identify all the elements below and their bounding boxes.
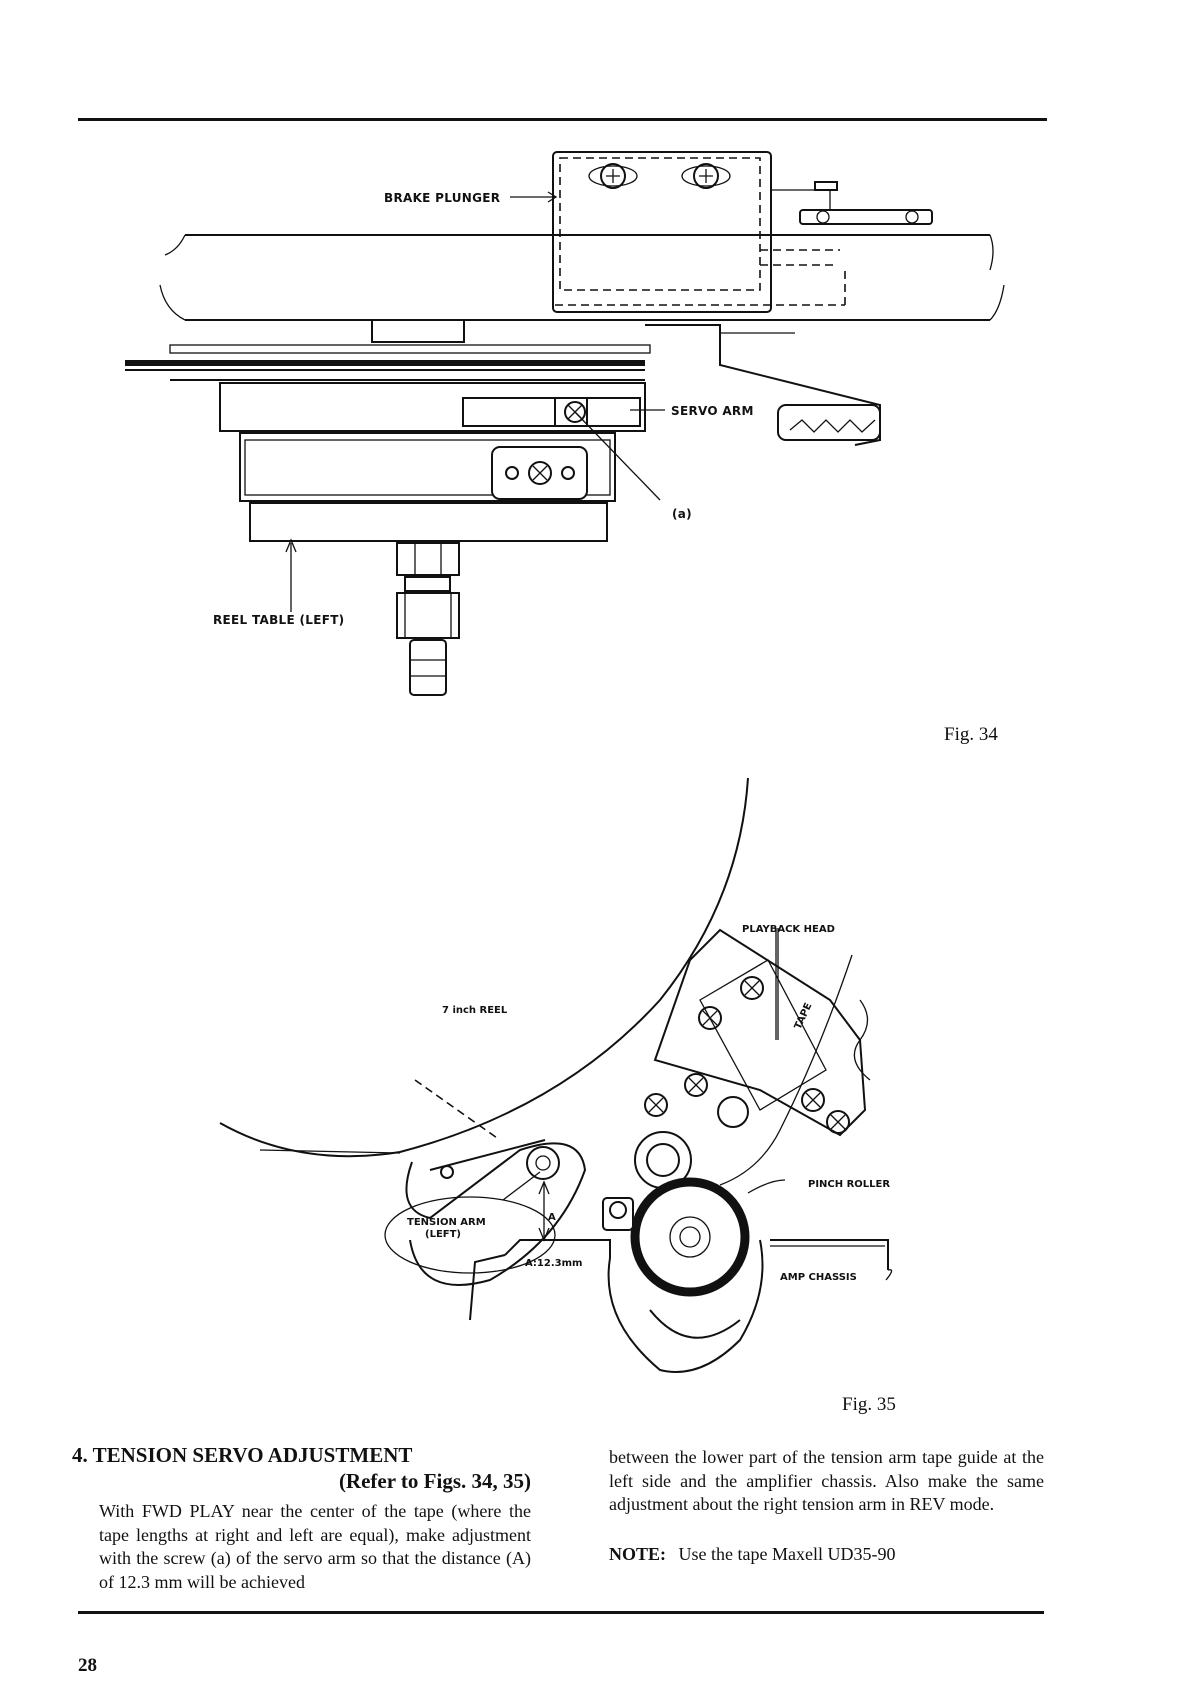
paragraph-right: between the lower part of the tension ar… xyxy=(609,1447,1044,1514)
pinch-roller-label: PINCH ROLLER xyxy=(808,1179,890,1190)
playback-head-label: PLAYBACK HEAD xyxy=(742,924,835,935)
reel-label: 7 inch REEL xyxy=(442,1005,508,1016)
tape-label: TAPE xyxy=(793,1001,815,1031)
figure-34-caption: Fig. 34 xyxy=(944,724,998,745)
top-rule xyxy=(78,118,1047,121)
note-line: NOTE: Use the tape Maxell UD35-90 xyxy=(609,1543,1044,1567)
brake-plunger-label: BRAKE PLUNGER xyxy=(384,191,500,205)
amp-chassis-label: AMP CHASSIS xyxy=(780,1272,857,1283)
figure-35-caption: Fig. 35 xyxy=(842,1394,896,1415)
section-heading: 4. TENSION SERVO ADJUSTMENT xyxy=(72,1443,413,1467)
page-number: 28 xyxy=(78,1655,97,1676)
distance-label: A:12.3mm xyxy=(525,1258,582,1269)
figure-34-diagram: BRAKE PLUNGER SERVO ARM (a) REEL TABLE (… xyxy=(125,151,1005,696)
note-label: NOTE: xyxy=(609,1544,667,1564)
servo-arm-label: SERVO ARM xyxy=(671,404,754,418)
bottom-rule xyxy=(78,1611,1044,1614)
note-text: Use the tape Maxell UD35-90 xyxy=(678,1544,896,1564)
figure-35-diagram: PLAYBACK HEAD TAPE 7 inch REEL PINCH ROL… xyxy=(219,777,893,1373)
paragraph-left: With FWD PLAY near the center of the tap… xyxy=(99,1501,531,1592)
section-subheading: (Refer to Figs. 34, 35) xyxy=(338,1469,531,1493)
a-marker-label: A xyxy=(548,1212,556,1223)
reel-table-label: REEL TABLE (LEFT) xyxy=(213,613,344,627)
screw-a-label: (a) xyxy=(672,507,692,521)
tension-arm-label-line2: (LEFT) xyxy=(425,1229,461,1240)
tension-arm-label-line1: TENSION ARM xyxy=(407,1217,486,1228)
